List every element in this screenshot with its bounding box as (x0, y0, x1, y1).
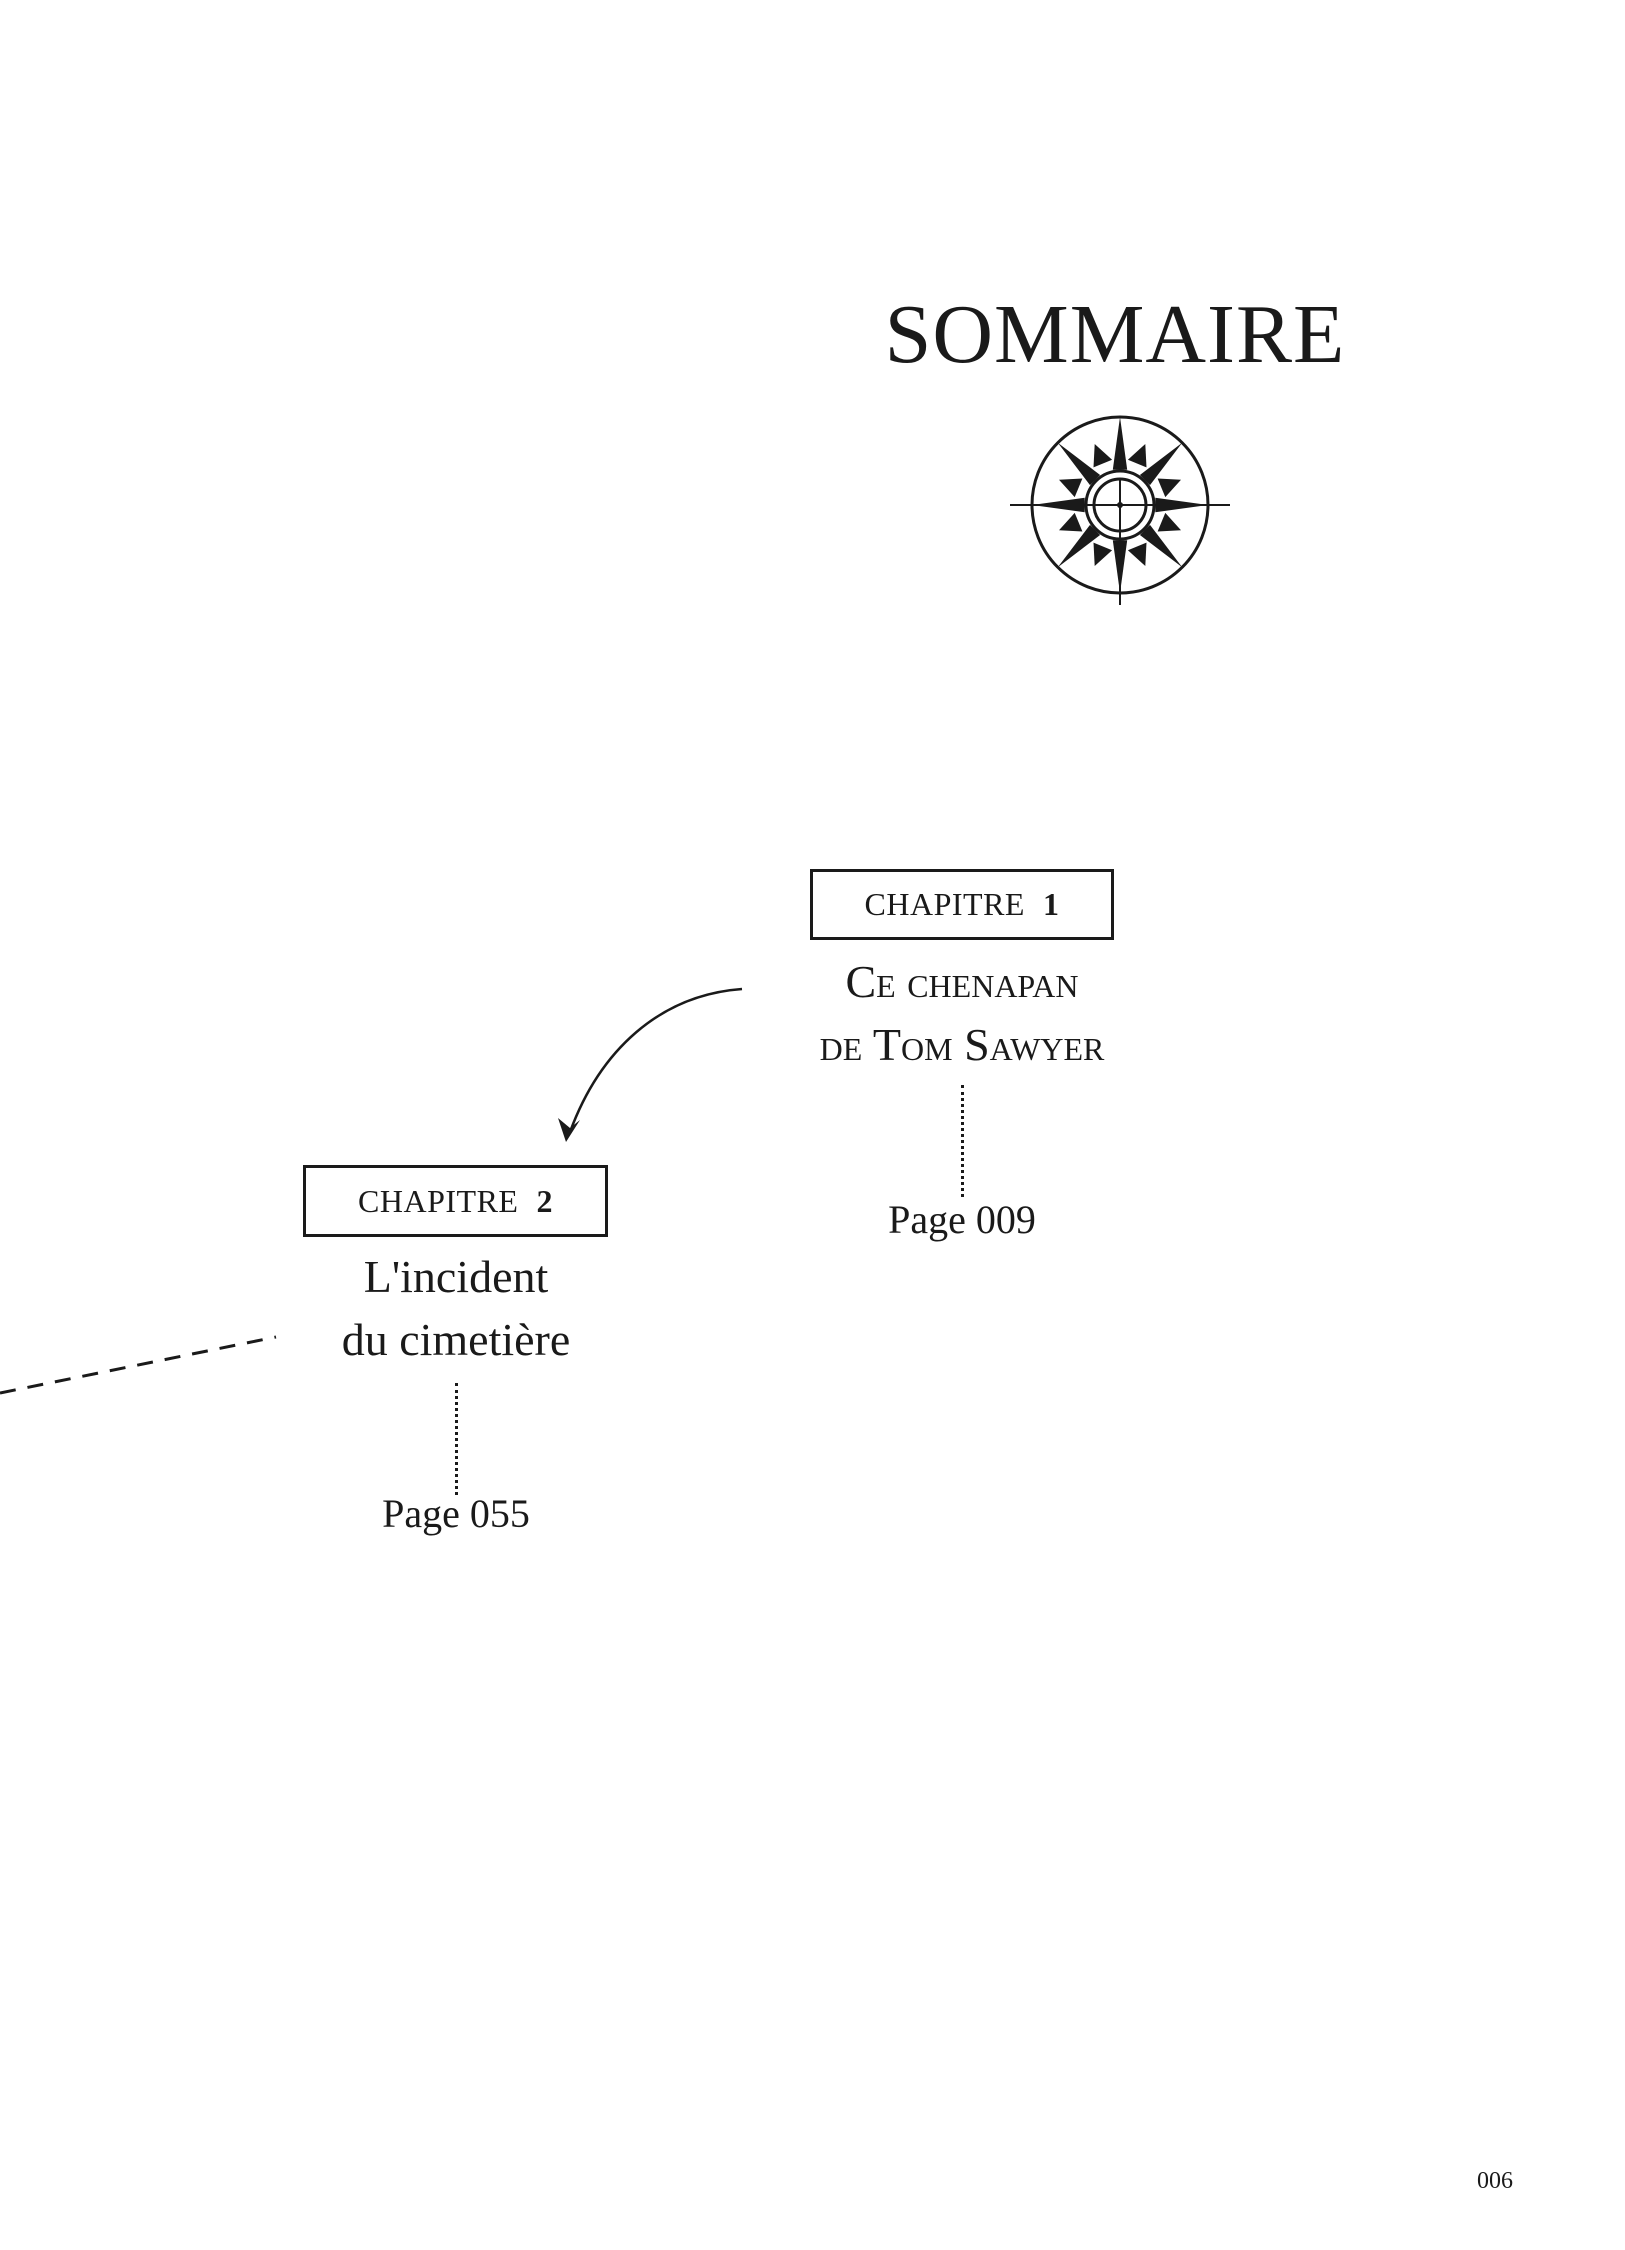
compass-part (1127, 542, 1147, 566)
chapter-title-line: de Tom Sawyer (819, 1019, 1105, 1070)
compass-part (1112, 417, 1128, 470)
chapter-number: 2 (536, 1182, 553, 1219)
chapter-number: 1 (1042, 886, 1060, 922)
compass-part (1157, 512, 1181, 532)
chapter-title-line: L'incident (363, 1251, 549, 1302)
chapter-2-title[interactable]: L'incident du cimetière (206, 1245, 706, 1371)
chapter-1-title[interactable]: Ce chenapan de Tom Sawyer (712, 950, 1212, 1076)
chapter-1-page[interactable]: Page 009 (888, 1197, 1036, 1242)
compass-part (1057, 524, 1101, 568)
dotted-leader (455, 1383, 458, 1495)
chapter-2-label-box: CHAPITRE 2 (303, 1165, 608, 1237)
compass-part (1117, 502, 1123, 508)
compass-rose-icon (1010, 415, 1230, 605)
chapter-title-line: du cimetière (341, 1314, 571, 1365)
chapter-label: CHAPITRE (864, 886, 1025, 922)
compass-part (1059, 512, 1083, 532)
compass-part (1139, 524, 1183, 568)
page-number: 006 (1477, 2168, 1513, 2194)
dashed-path (0, 1335, 277, 1395)
compass-part (1157, 478, 1181, 498)
dotted-leader (961, 1085, 964, 1197)
page-title: SOMMAIRE (884, 288, 1346, 381)
chapter-1-label-box: CHAPITRE 1 (810, 869, 1114, 940)
compass-part (1057, 442, 1101, 486)
compass-part (1127, 444, 1147, 468)
compass-part (1059, 478, 1083, 498)
compass-part (1093, 542, 1113, 566)
chapter-title-line: Ce chenapan (845, 956, 1079, 1007)
compass-part (1139, 442, 1183, 486)
chapter-label: CHAPITRE (358, 1182, 519, 1219)
curved-arrow-icon (558, 987, 743, 1142)
chapter-2-page[interactable]: Page 055 (382, 1491, 530, 1536)
compass-part (1093, 444, 1113, 468)
